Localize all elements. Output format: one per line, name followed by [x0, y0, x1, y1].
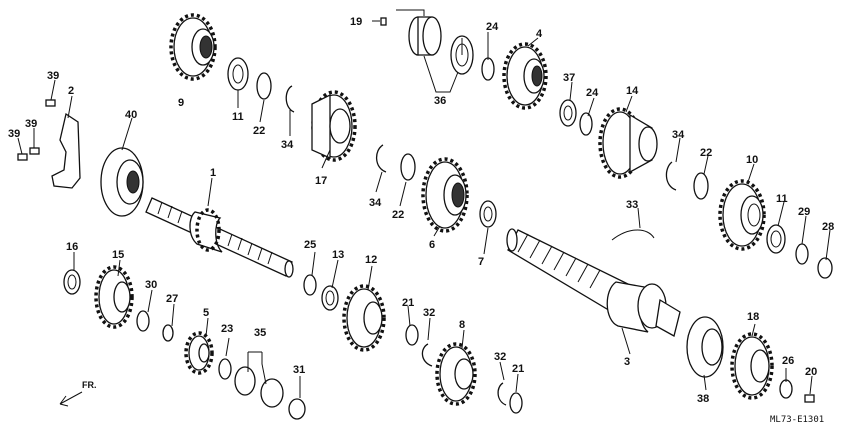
callout-22c: 22	[700, 147, 712, 159]
bearing-40	[100, 147, 144, 217]
needle-bearing-37	[559, 99, 577, 127]
callout-1: 1	[210, 167, 216, 179]
callout-13: 13	[332, 249, 344, 261]
callout-12: 12	[365, 254, 377, 266]
callout-30: 30	[145, 279, 157, 291]
leader-lines	[17, 9, 831, 407]
callout-11a: 11	[232, 111, 244, 123]
callout-39a: 39	[47, 70, 59, 82]
diagram-code: ML73-E1301	[770, 415, 824, 425]
gear-4	[502, 42, 548, 110]
mainshaft	[145, 197, 294, 278]
callout-32a: 32	[423, 307, 435, 319]
callout-21a: 21	[402, 297, 414, 309]
callout-25: 25	[304, 239, 316, 251]
washers-and-clips	[218, 57, 793, 420]
callout-40: 40	[125, 109, 137, 121]
callout-29: 29	[798, 206, 810, 218]
callout-33: 33	[626, 199, 638, 211]
callout-27: 27	[166, 293, 178, 305]
bushing-13	[321, 285, 339, 311]
gear-10	[718, 179, 766, 251]
callout-24a: 24	[486, 21, 499, 33]
callout-31: 31	[293, 364, 305, 376]
gear-9	[169, 13, 217, 81]
callout-39c: 39	[25, 118, 37, 130]
callout-9: 9	[178, 97, 184, 109]
callout-26: 26	[782, 355, 794, 367]
callout-10: 10	[746, 154, 758, 166]
callout-24b: 24	[586, 87, 599, 99]
callout-18: 18	[747, 311, 759, 323]
bearing-38	[686, 316, 724, 378]
collar-36	[408, 16, 474, 75]
gear-8	[435, 342, 477, 406]
callout-20: 20	[805, 366, 817, 378]
gear-15	[94, 265, 134, 329]
bushing-7	[479, 200, 497, 228]
needle-bearing-35	[234, 366, 284, 408]
callout-21b: 21	[512, 363, 524, 375]
callout-7: 7	[478, 256, 484, 268]
callout-37: 37	[563, 72, 575, 84]
callout-5: 5	[203, 307, 209, 319]
needle-bearing-16	[63, 269, 81, 295]
gear-18	[730, 332, 774, 400]
callout-34a: 34	[281, 139, 294, 151]
callout-11b: 11	[776, 193, 788, 205]
callout-34c: 34	[672, 129, 685, 141]
callout-6: 6	[429, 239, 435, 251]
callout-38: 38	[697, 393, 709, 405]
small-parts	[17, 17, 833, 403]
callout-19: 19	[350, 16, 362, 28]
callout-22b: 22	[392, 209, 404, 221]
countershaft	[506, 228, 681, 337]
gear-5	[184, 331, 214, 375]
callout-22a: 22	[253, 125, 265, 137]
callout-17: 17	[315, 175, 327, 187]
needle-bearing-11a	[227, 57, 249, 91]
callout-35: 35	[254, 327, 266, 339]
callout-34b: 34	[369, 197, 382, 209]
callout-labels: 1 2 3 4 5 6 7 8 9 10 11 11 12 13 14 15 1…	[8, 16, 834, 425]
callout-39b: 39	[8, 128, 20, 140]
needle-bearing-11b	[766, 224, 786, 254]
callout-28: 28	[822, 221, 834, 233]
callout-16: 16	[66, 241, 78, 253]
callout-2: 2	[68, 85, 74, 97]
callout-3: 3	[624, 356, 630, 368]
callout-36: 36	[434, 95, 446, 107]
direction-label: FR.	[82, 380, 97, 390]
callout-32b: 32	[494, 351, 506, 363]
callout-23: 23	[221, 323, 233, 335]
gear-12	[342, 284, 386, 352]
gear-6	[421, 157, 469, 233]
callout-4: 4	[536, 28, 543, 40]
callout-8: 8	[459, 319, 465, 331]
gear-17	[311, 90, 357, 162]
gear-14	[598, 107, 658, 179]
callout-14: 14	[626, 85, 639, 97]
callout-15: 15	[112, 249, 124, 261]
